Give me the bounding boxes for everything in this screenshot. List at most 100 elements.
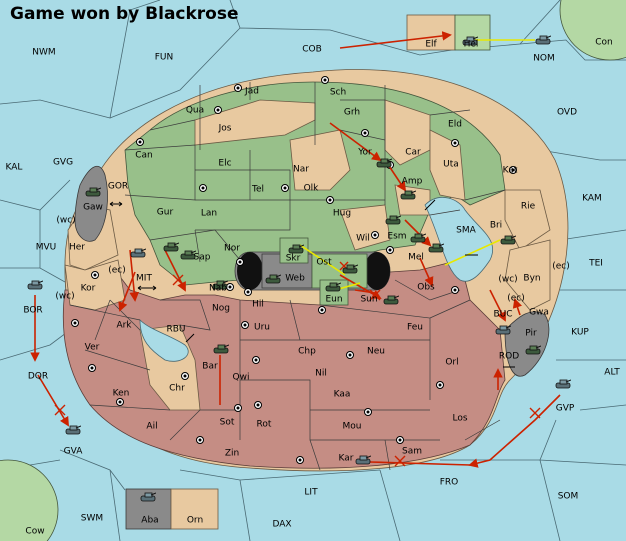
label-sot: Sot [220, 418, 235, 428]
province-wil[interactable] [339, 204, 391, 251]
province-pir[interactable] [504, 311, 550, 377]
label-olk: Olk [304, 184, 320, 194]
label-hel: Hel [464, 40, 479, 50]
label-nor: Nor [224, 244, 240, 254]
label-uru: Uru [254, 323, 270, 333]
label-nil: Nil [315, 369, 327, 379]
coast-mark-ec-gwa: (ec) [507, 294, 525, 304]
label-tel: Tel [251, 185, 264, 195]
label-gvp: GVP [556, 404, 575, 414]
label-web: Web [285, 274, 305, 284]
label-byn: Byn [523, 274, 540, 284]
central-island-east-cap [364, 252, 390, 290]
label-bar: Bar [202, 362, 218, 372]
label-kam: KAM [582, 194, 602, 204]
coast-mark-wc-her: (wc) [56, 216, 75, 226]
label-som: SOM [558, 492, 579, 502]
province-orn[interactable] [170, 488, 219, 530]
label-her: Her [69, 243, 85, 253]
province-amp-east [394, 184, 431, 216]
label-gaw: Gaw [83, 203, 103, 213]
label-rot: Rot [257, 420, 272, 430]
label-qua: Qua [186, 106, 204, 116]
label-wil: Wil [356, 234, 370, 244]
label-mel: Mel [408, 253, 424, 263]
label-fun: FUN [155, 53, 174, 63]
coast-mark-wc-byn: (wc) [498, 275, 517, 285]
bounce-markers [54, 261, 541, 467]
label-bor: BOR [23, 306, 42, 316]
label-orl: Orl [445, 358, 458, 368]
province-boundaries [69, 82, 506, 471]
label-sam: Sam [402, 447, 422, 457]
coast-mark-ec-kor: (ec) [108, 266, 126, 276]
label-mou: Mou [343, 422, 362, 432]
province-byn[interactable] [504, 239, 551, 311]
label-alt: ALT [604, 368, 620, 378]
province-rie[interactable] [504, 189, 551, 251]
move-orders [30, 31, 561, 468]
label-kor: Kor [81, 284, 96, 294]
label-nwm: NWM [32, 48, 55, 58]
label-chp: Chp [298, 347, 316, 357]
label-los: Los [452, 414, 467, 424]
label-kar: Kar [339, 454, 354, 464]
label-swm: SWM [81, 514, 103, 524]
label-ost: Ost [316, 258, 332, 268]
label-bri: Bri [490, 221, 502, 231]
label-aba: Aba [141, 516, 158, 526]
label-jad: Jad [244, 87, 259, 97]
label-lan: Lan [201, 209, 217, 219]
label-sun: Sun [360, 295, 377, 305]
label-sma: SMA [456, 226, 476, 236]
label-elf: Elf [425, 40, 437, 50]
label-kaa: Kaa [334, 390, 351, 400]
label-feu: Feu [407, 323, 423, 333]
label-orn: Orn [187, 516, 203, 526]
label-gor: GOR [108, 182, 128, 192]
label-eld: Eld [448, 120, 462, 130]
label-cow: Cow [25, 527, 44, 537]
province-cow[interactable] [0, 459, 59, 541]
label-ail: Ail [146, 422, 157, 432]
label-qwi: Qwi [233, 373, 250, 383]
label-sap: Sap [194, 253, 211, 263]
sea-rbu[interactable] [139, 319, 189, 362]
label-zin: Zin [225, 449, 239, 459]
label-con: Con [595, 38, 613, 48]
label-nab: Nab [209, 284, 227, 294]
label-gvg: GVG [53, 158, 73, 168]
label-rod: ROD [499, 352, 519, 362]
province-con[interactable] [559, 0, 626, 61]
province-olk[interactable] [289, 129, 351, 191]
label-cob: COB [302, 45, 322, 55]
label-ken: Ken [113, 389, 130, 399]
label-mvu: MVU [36, 243, 57, 253]
label-obs: Obs [417, 283, 435, 293]
coast-mark-wc-kor: (wc) [55, 292, 74, 302]
label-tei: TEI [588, 259, 603, 269]
label-nom: NOM [533, 54, 555, 64]
adjacency-markers [109, 199, 515, 368]
label-mit: MIT [136, 274, 152, 284]
label-yor: Yor [357, 148, 372, 158]
label-ark: Ark [116, 321, 132, 331]
label-esm: Esm [387, 232, 406, 242]
label-ver: Ver [85, 343, 100, 353]
sea-sma[interactable] [424, 196, 494, 282]
label-kat: Kat [503, 166, 518, 176]
label-hil: Hil [252, 300, 264, 310]
label-gva: GVA [64, 447, 84, 457]
label-pir: Pir [525, 329, 537, 339]
province-eun[interactable] [319, 279, 349, 306]
province-gaw[interactable] [74, 165, 108, 242]
label-dqr: DQR [28, 372, 48, 382]
label-nog: Nog [212, 304, 230, 314]
province-labels: NWM FUN COB Elf Hel NOM Con KAL GVG Jad … [6, 38, 621, 537]
label-buc: BUC [493, 310, 512, 320]
label-grh: Grh [344, 108, 360, 118]
label-neu: Neu [367, 347, 385, 357]
label-elc: Elc [218, 159, 231, 169]
label-amp: Amp [402, 177, 423, 187]
